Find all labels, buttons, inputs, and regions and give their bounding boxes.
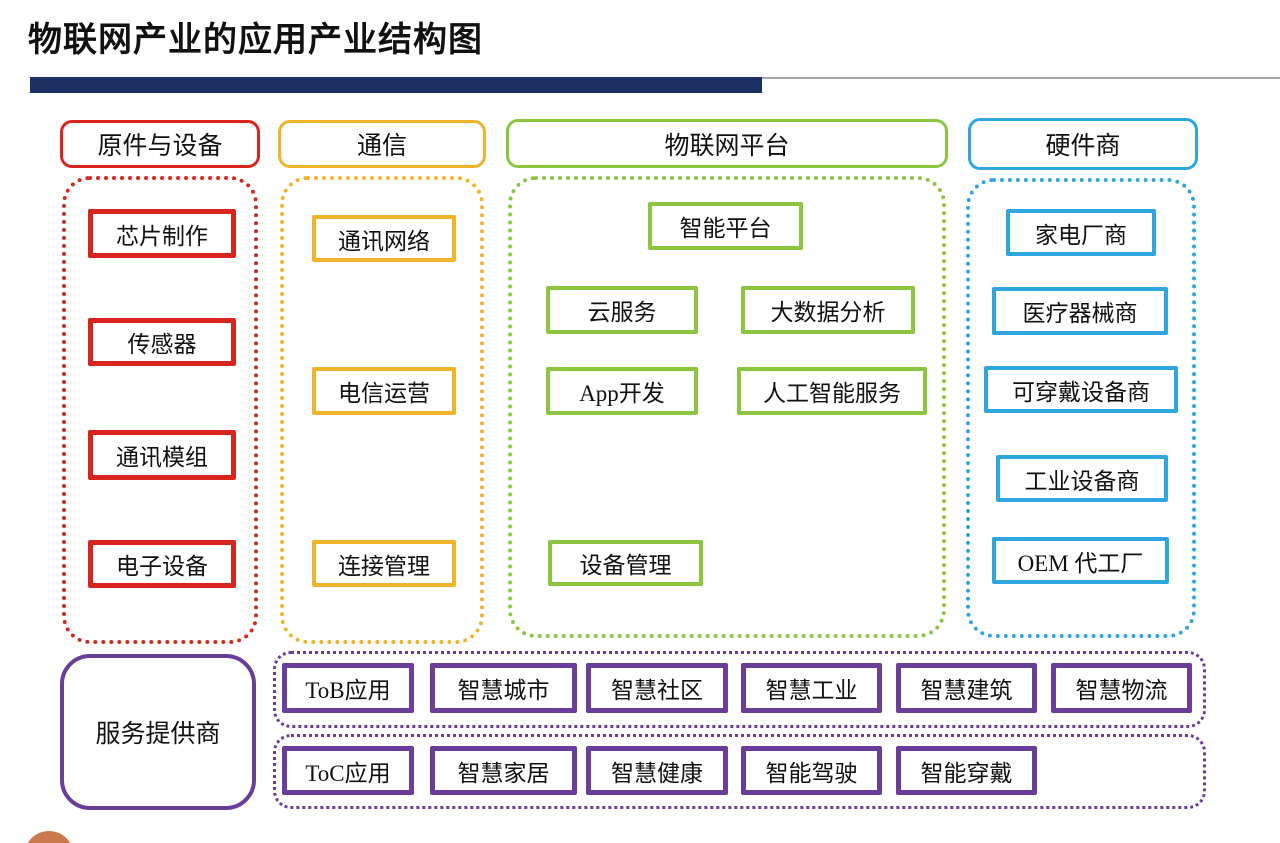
node-smart-industry: 智慧工业 bbox=[741, 663, 882, 713]
page-title: 物联网产业的应用产业结构图 bbox=[28, 22, 483, 59]
column-group-hardware-vendor bbox=[966, 178, 1196, 638]
node-electronic-device: 电子设备 bbox=[88, 540, 236, 588]
node-app-development: App开发 bbox=[546, 367, 698, 415]
node-smart-driving: 智能驾驶 bbox=[741, 746, 882, 795]
toc-application-row bbox=[273, 734, 1206, 809]
column-group-communication bbox=[280, 176, 484, 644]
node-connection-management: 连接管理 bbox=[312, 540, 456, 587]
node-tob-application: ToB应用 bbox=[282, 663, 414, 713]
node-communication-network: 通讯网络 bbox=[312, 215, 456, 262]
column-header-components-devices: 原件与设备 bbox=[60, 120, 260, 168]
corner-ornament-circle bbox=[24, 831, 74, 843]
node-telecom-operation: 电信运营 bbox=[312, 367, 456, 415]
column-header-hardware-vendor: 硬件商 bbox=[968, 118, 1198, 170]
node-chip-making: 芯片制作 bbox=[88, 209, 236, 258]
node-intelligent-platform: 智能平台 bbox=[648, 202, 803, 250]
node-smart-home: 智慧家居 bbox=[430, 746, 577, 795]
node-toc-application: ToC应用 bbox=[282, 746, 414, 795]
node-home-appliance-manufacturer: 家电厂商 bbox=[1006, 209, 1156, 256]
node-communication-module: 通讯模组 bbox=[88, 430, 236, 480]
node-medical-device-vendor: 医疗器械商 bbox=[992, 287, 1168, 335]
node-smart-health: 智慧健康 bbox=[586, 746, 728, 795]
node-smart-city: 智慧城市 bbox=[430, 663, 577, 713]
node-smart-building: 智慧建筑 bbox=[896, 663, 1037, 713]
node-big-data-analysis: 大数据分析 bbox=[741, 286, 915, 334]
node-oem-factory: OEM 代工厂 bbox=[992, 537, 1169, 584]
service-provider-box: 服务提供商 bbox=[60, 654, 256, 810]
node-wearable-device-vendor: 可穿戴设备商 bbox=[984, 366, 1178, 413]
column-group-iot-platform bbox=[508, 176, 946, 638]
node-smart-logistics: 智慧物流 bbox=[1051, 663, 1192, 713]
node-cloud-service: 云服务 bbox=[546, 286, 698, 334]
column-header-communication: 通信 bbox=[278, 120, 486, 168]
column-header-iot-platform: 物联网平台 bbox=[506, 119, 948, 168]
node-sensor: 传感器 bbox=[88, 318, 236, 366]
title-underline-bar bbox=[30, 77, 762, 93]
node-ai-service: 人工智能服务 bbox=[737, 367, 927, 415]
tob-application-row bbox=[273, 651, 1206, 728]
node-industrial-equipment-vendor: 工业设备商 bbox=[996, 455, 1168, 502]
node-smart-community: 智慧社区 bbox=[586, 663, 728, 713]
node-smart-wearable: 智能穿戴 bbox=[896, 746, 1037, 795]
node-device-management: 设备管理 bbox=[548, 540, 703, 586]
column-group-components-devices bbox=[62, 176, 258, 644]
